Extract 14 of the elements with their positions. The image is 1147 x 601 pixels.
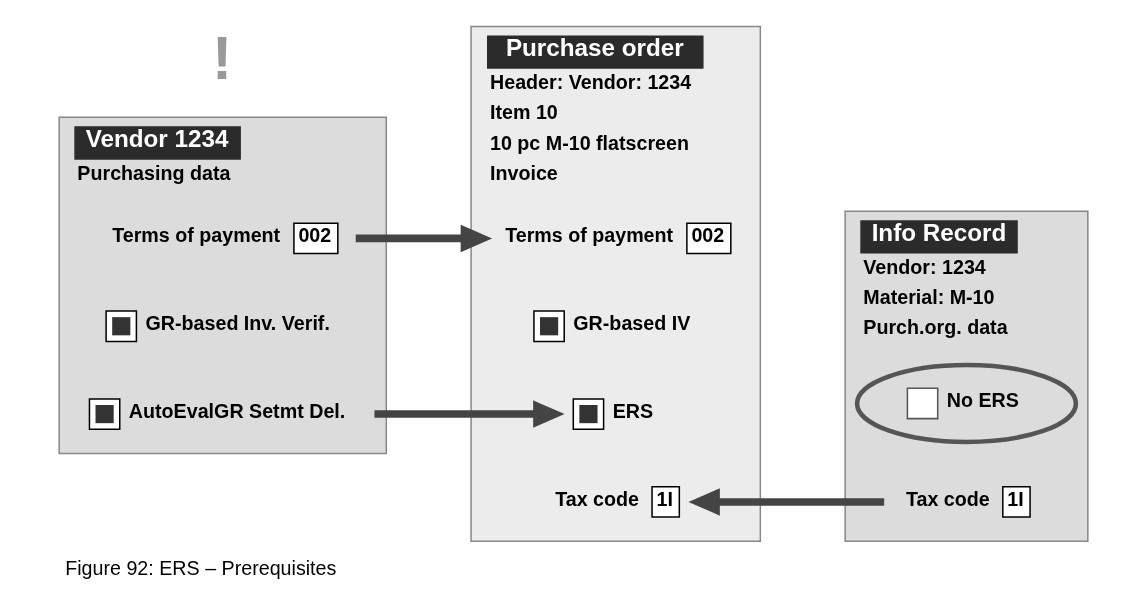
arrow [355,224,493,253]
arrow [688,488,885,516]
node-ellipse: No ERS [854,362,1079,445]
label: ! [212,24,233,93]
node-label: ERS [612,399,654,422]
node-label: GR-based Inv. Verif. [145,311,330,334]
caption: Figure 92: ERS – Prerequisites [65,557,337,580]
arrow [374,400,565,428]
node-label: Terms of payment [112,224,281,247]
node-label: Tax code [905,487,990,510]
node-label: Tax code [555,487,639,510]
node-label: AutoEvalGR Setmt Del. [128,399,346,422]
node-label: Terms of payment [505,224,674,247]
node-label: GR-based IV [573,311,691,334]
